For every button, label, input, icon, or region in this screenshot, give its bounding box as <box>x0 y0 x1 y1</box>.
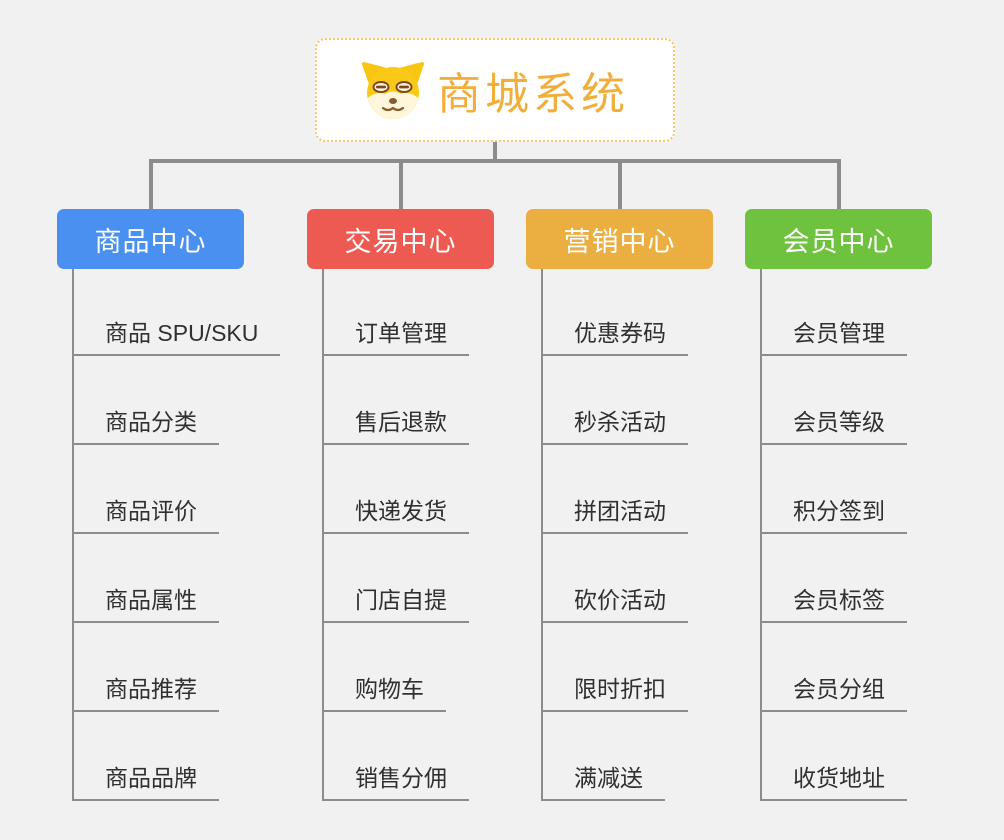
connector-drop-marketing <box>618 159 622 210</box>
branch-trade-center: 交易中心 订单管理 售后退款 快递发货 门店自提 购物车 销售分佣 <box>307 209 494 801</box>
connector-drop-member <box>837 159 841 210</box>
leaf-item[interactable]: 购物车 <box>324 623 554 712</box>
leaf-item[interactable]: 会员等级 <box>762 356 992 445</box>
branch-node-marketing-center[interactable]: 营销中心 <box>526 209 713 269</box>
connector-drop-product <box>149 159 153 210</box>
leaf-item[interactable]: 会员分组 <box>762 623 992 712</box>
leaf-item[interactable]: 会员管理 <box>762 269 992 356</box>
branch-product-center: 商品中心 商品 SPU/SKU 商品分类 商品评价 商品属性 商品推荐 商品品牌 <box>57 209 281 801</box>
connector-root-stub <box>493 141 497 161</box>
leaf-item[interactable]: 快递发货 <box>324 445 554 534</box>
branch-node-product-center[interactable]: 商品中心 <box>57 209 244 269</box>
leaf-item[interactable]: 收货地址 <box>762 712 992 801</box>
leaf-item[interactable]: 售后退款 <box>324 356 554 445</box>
branch-product-children: 商品 SPU/SKU 商品分类 商品评价 商品属性 商品推荐 商品品牌 <box>72 269 304 801</box>
leaf-item[interactable]: 满减送 <box>543 712 773 801</box>
leaf-item[interactable]: 销售分佣 <box>324 712 554 801</box>
leaf-item[interactable]: 限时折扣 <box>543 623 773 712</box>
leaf-item[interactable]: 积分签到 <box>762 445 992 534</box>
connector-bus <box>149 159 841 163</box>
leaf-item[interactable]: 商品分类 <box>74 356 304 445</box>
branch-trade-children: 订单管理 售后退款 快递发货 门店自提 购物车 销售分佣 <box>322 269 554 801</box>
branch-node-member-center[interactable]: 会员中心 <box>745 209 932 269</box>
leaf-item[interactable]: 拼团活动 <box>543 445 773 534</box>
leaf-item[interactable]: 会员标签 <box>762 534 992 623</box>
leaf-item[interactable]: 商品品牌 <box>74 712 304 801</box>
branch-node-trade-center[interactable]: 交易中心 <box>307 209 494 269</box>
leaf-item[interactable]: 商品属性 <box>74 534 304 623</box>
leaf-item[interactable]: 商品 SPU/SKU <box>74 269 304 356</box>
root-title: 商城系统 <box>437 70 629 119</box>
leaf-item[interactable]: 商品推荐 <box>74 623 304 712</box>
connector-drop-trade <box>399 159 403 210</box>
leaf-item[interactable]: 商品评价 <box>74 445 304 534</box>
leaf-item[interactable]: 砍价活动 <box>543 534 773 623</box>
leaf-item[interactable]: 订单管理 <box>324 269 554 356</box>
leaf-item[interactable]: 门店自提 <box>324 534 554 623</box>
leaf-item[interactable]: 优惠券码 <box>543 269 773 356</box>
branch-marketing-children: 优惠券码 秒杀活动 拼团活动 砍价活动 限时折扣 满减送 <box>541 269 773 801</box>
doge-icon <box>361 60 425 120</box>
branch-member-center: 会员中心 会员管理 会员等级 积分签到 会员标签 会员分组 收货地址 <box>745 209 932 801</box>
root-node[interactable]: 商城系统 <box>315 38 675 142</box>
branch-marketing-center: 营销中心 优惠券码 秒杀活动 拼团活动 砍价活动 限时折扣 满减送 <box>526 209 713 801</box>
branch-member-children: 会员管理 会员等级 积分签到 会员标签 会员分组 收货地址 <box>760 269 992 801</box>
leaf-item[interactable]: 秒杀活动 <box>543 356 773 445</box>
